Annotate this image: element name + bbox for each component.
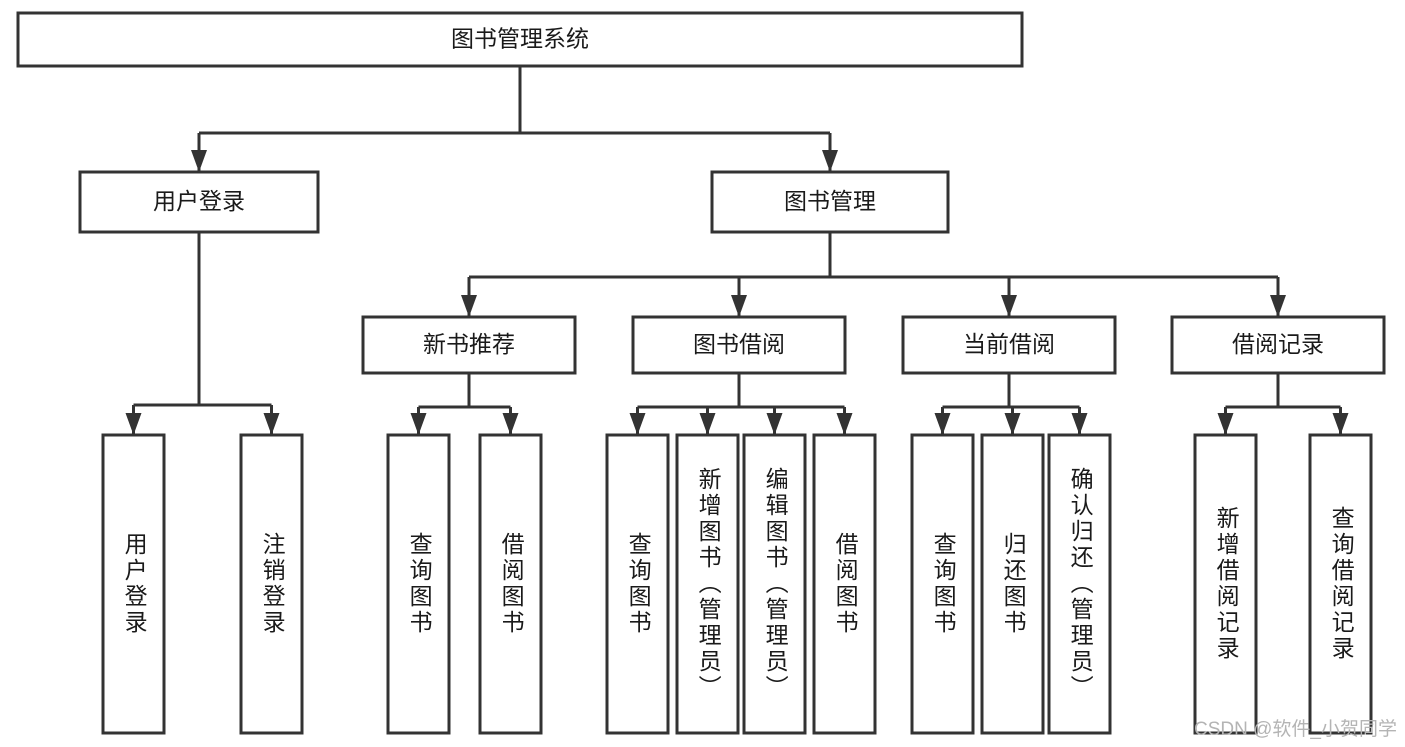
- level3-node-1[interactable]: 图书借阅: [631, 315, 847, 375]
- leaf-node-8-rect[interactable]: [910, 433, 975, 735]
- leaf-node-3-rect[interactable]: [478, 433, 543, 735]
- level3-node-0[interactable]: 新书推荐: [361, 315, 577, 375]
- leaf-node-11-rect[interactable]: [1193, 433, 1258, 735]
- leaf-node-6[interactable]: [742, 433, 807, 735]
- leaf-node-9[interactable]: [980, 433, 1045, 735]
- current-arrow-2: [1071, 413, 1088, 435]
- level3-node-2[interactable]: 当前借阅: [901, 315, 1117, 375]
- new-book-arrow-0: [410, 413, 427, 435]
- root-arrow-0: [191, 150, 207, 172]
- leaf-node-4[interactable]: [605, 433, 670, 735]
- level3-node-2-rect[interactable]: [901, 315, 1117, 375]
- leaf-node-4-rect[interactable]: [605, 433, 670, 735]
- level3-node-1-label: 图书借阅: [693, 331, 785, 357]
- leaf-node-10[interactable]: [1047, 433, 1112, 735]
- root-node-rect[interactable]: [16, 11, 1024, 68]
- leaf-node-3[interactable]: [478, 433, 543, 735]
- root-node[interactable]: 图书管理系统: [16, 11, 1024, 68]
- level2-node-1-label: 图书管理: [784, 188, 876, 214]
- book-mgmt-arrow-3: [1270, 295, 1286, 317]
- user-login-arrow-1: [263, 413, 280, 435]
- root-arrow-1: [822, 150, 838, 172]
- borrow-arrow-1: [699, 413, 716, 435]
- current-arrow-1: [1004, 413, 1021, 435]
- connectors-layer: [125, 66, 1349, 435]
- csdn-watermark: CSDN @软件_小贺同学: [1194, 719, 1397, 740]
- leaf-node-2-rect[interactable]: [386, 433, 451, 735]
- records-arrow-1: [1332, 413, 1349, 435]
- borrow-arrow-2: [766, 413, 783, 435]
- leaf-node-7[interactable]: [812, 433, 877, 735]
- leaf-node-12-rect[interactable]: [1308, 433, 1373, 735]
- leaf-node-0-rect[interactable]: [101, 433, 166, 735]
- root-node-label: 图书管理系统: [451, 26, 589, 52]
- level3-node-3[interactable]: 借阅记录: [1170, 315, 1386, 375]
- leaf-node-10-rect[interactable]: [1047, 433, 1112, 735]
- book-mgmt-arrow-1: [731, 295, 747, 317]
- leaf-node-9-rect[interactable]: [980, 433, 1045, 735]
- records-arrow-0: [1217, 413, 1234, 435]
- leaf-node-8[interactable]: [910, 433, 975, 735]
- user-login-arrow-0: [125, 413, 142, 435]
- level2-node-1[interactable]: 图书管理: [710, 170, 950, 234]
- leaf-node-7-rect[interactable]: [812, 433, 877, 735]
- leaf-node-5-rect[interactable]: [675, 433, 740, 735]
- borrow-arrow-3: [836, 413, 853, 435]
- level3-node-1-rect[interactable]: [631, 315, 847, 375]
- leaf-node-1[interactable]: [239, 433, 304, 735]
- level2-node-0[interactable]: 用户登录: [78, 170, 320, 234]
- level2-node-1-rect[interactable]: [710, 170, 950, 234]
- new-book-arrow-1: [502, 413, 519, 435]
- leaf-node-6-rect[interactable]: [742, 433, 807, 735]
- level3-node-0-label: 新书推荐: [423, 331, 515, 357]
- borrow-arrow-0: [629, 413, 646, 435]
- level3-node-3-rect[interactable]: [1170, 315, 1386, 375]
- leaf-node-12[interactable]: [1308, 433, 1373, 735]
- leaf-node-11[interactable]: [1193, 433, 1258, 735]
- level3-node-3-label: 借阅记录: [1232, 331, 1324, 357]
- level2-node-0-label: 用户登录: [153, 188, 245, 214]
- current-arrow-0: [934, 413, 951, 435]
- book-mgmt-arrow-2: [1001, 295, 1017, 317]
- level2-node-0-rect[interactable]: [78, 170, 320, 234]
- level3-node-0-rect[interactable]: [361, 315, 577, 375]
- leaf-node-1-rect[interactable]: [239, 433, 304, 735]
- leaf-node-0[interactable]: [101, 433, 166, 735]
- leaf-node-5[interactable]: [675, 433, 740, 735]
- level3-node-2-label: 当前借阅: [963, 331, 1055, 357]
- book-mgmt-arrow-0: [461, 295, 477, 317]
- leaf-node-2[interactable]: [386, 433, 451, 735]
